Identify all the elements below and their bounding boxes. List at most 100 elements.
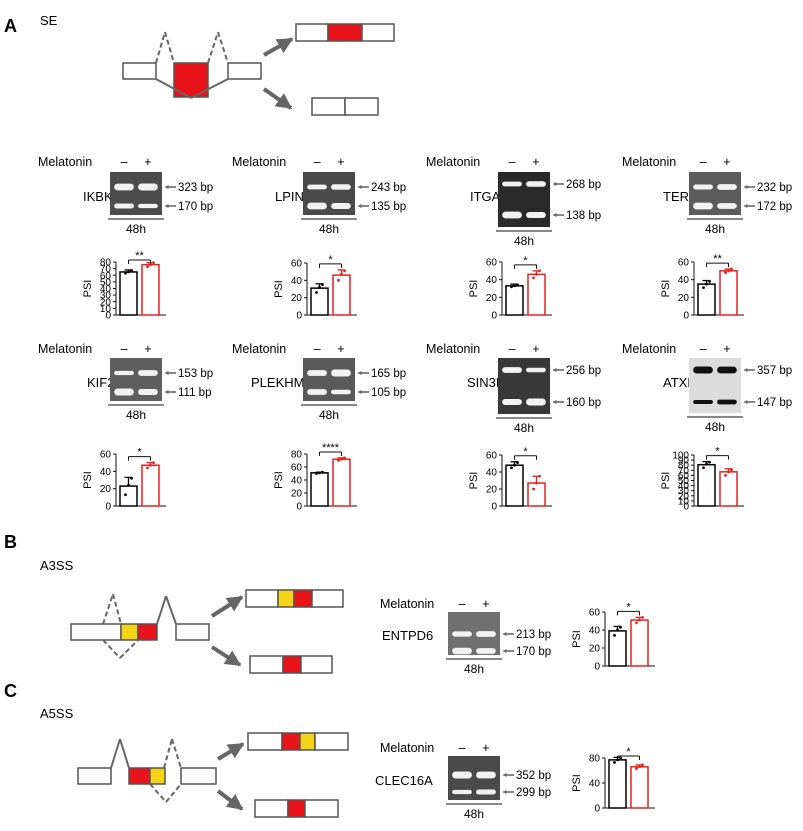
gel-band-lower	[138, 203, 158, 209]
a5ss-short-product-segment	[254, 799, 289, 818]
y-tick-label: 80	[291, 450, 303, 461]
plus-label: +	[482, 741, 489, 755]
data-point	[516, 283, 519, 287]
band-size-label: 352 bp	[516, 770, 551, 782]
y-tick-label: 20	[100, 297, 112, 308]
bar-melatonin	[141, 464, 160, 507]
data-point	[641, 763, 644, 767]
gel-band-upper	[693, 366, 713, 374]
a3ss-diagram	[70, 589, 344, 674]
time-label: 48h	[464, 662, 484, 676]
bar-control	[119, 271, 138, 316]
y-tick-label: 20	[678, 491, 690, 502]
a3ss-junction	[119, 639, 139, 659]
data-point	[516, 461, 519, 465]
y-tick-label: 20	[678, 293, 690, 304]
a3ss-exon-middle-segment	[120, 623, 139, 641]
y-tick-label: 100	[672, 451, 689, 462]
a3ss-exon-right-segment	[175, 623, 210, 641]
bar-control	[697, 283, 716, 316]
data-point	[510, 285, 513, 289]
data-point	[149, 463, 152, 467]
y-tick-label: 60	[589, 608, 601, 619]
gel-band-lower	[476, 789, 496, 795]
minus-label: –	[700, 342, 707, 356]
a5ss-diagram	[77, 732, 349, 818]
data-point	[638, 765, 641, 769]
treatment-label: Melatonin	[380, 597, 434, 611]
minus-label: –	[121, 155, 128, 169]
data-point	[619, 756, 622, 760]
significance-marker: *	[626, 601, 631, 613]
data-point	[315, 472, 318, 475]
band-size-label: 153 bp	[178, 368, 213, 380]
treatment-label: Melatonin	[622, 342, 676, 356]
y-tick-label: 80	[589, 754, 601, 765]
gene-name: PLEKHM2	[251, 375, 312, 390]
y-tick-label: 60	[100, 271, 112, 282]
band-size-label: 232 bp	[757, 182, 792, 194]
minus-label: –	[509, 342, 516, 356]
a3ss-long-product-segment	[245, 589, 279, 608]
a3ss-junction	[102, 639, 121, 659]
significance-marker: ****	[322, 442, 340, 454]
time-label: 48h	[514, 234, 534, 248]
y-tick-label: 40	[291, 276, 303, 287]
gel-image	[498, 172, 550, 227]
significance-marker: *	[523, 255, 528, 267]
gel-band-lower	[138, 389, 158, 395]
gel-band-lower	[693, 399, 713, 405]
data-point	[343, 456, 346, 460]
gel-band-upper	[138, 183, 158, 191]
data-point	[708, 280, 711, 283]
y-tick-label: 80	[678, 461, 690, 472]
se-diagram	[122, 23, 395, 116]
time-label: 48h	[705, 222, 725, 236]
time-label: 48h	[705, 420, 725, 434]
significance-marker: *	[523, 446, 528, 458]
data-point	[318, 471, 321, 475]
y-tick-label: 0	[296, 311, 302, 322]
y-tick-label: 40	[100, 284, 112, 295]
a3ss-long-product-segment	[311, 589, 344, 608]
bar-control	[608, 759, 627, 809]
bar-melatonin	[332, 274, 351, 316]
bar-melatonin	[141, 263, 160, 316]
treatment-label: Melatonin	[232, 342, 286, 356]
y-tick-label: 40	[589, 779, 601, 790]
se-exon-right-segment	[227, 62, 262, 80]
minus-label: –	[314, 155, 321, 169]
bar-control	[608, 630, 627, 667]
a5ss-long-product-segment	[281, 732, 301, 751]
significance-marker: *	[137, 447, 142, 459]
data-point	[535, 481, 538, 485]
data-point	[321, 283, 324, 287]
data-point	[635, 767, 638, 771]
y-tick-label: 10	[100, 304, 112, 315]
y-tick-label: 0	[105, 502, 111, 513]
y-tick-label: 10	[678, 496, 690, 507]
minus-label: –	[459, 741, 466, 755]
y-tick-label: 90	[678, 456, 690, 467]
minus-label: –	[121, 342, 128, 356]
data-point	[146, 265, 149, 269]
band-size-label: 160 bp	[566, 397, 601, 409]
data-point	[619, 625, 622, 629]
y-axis-label: PSI	[468, 280, 480, 298]
data-point	[724, 474, 727, 477]
splice-type-A3SS: A3SS	[40, 558, 74, 573]
se-inclusion-product-segment	[295, 23, 329, 42]
treatment-label: Melatonin	[426, 342, 480, 356]
se-inclusion-junction	[155, 31, 166, 64]
data-point	[127, 270, 130, 274]
a3ss-junction	[112, 593, 122, 625]
treatment-label: Melatonin	[622, 155, 676, 169]
y-tick-label: 0	[296, 502, 302, 513]
gel-band-lower	[502, 399, 522, 405]
time-label: 48h	[126, 222, 146, 236]
y-axis-label: PSI	[82, 471, 94, 489]
